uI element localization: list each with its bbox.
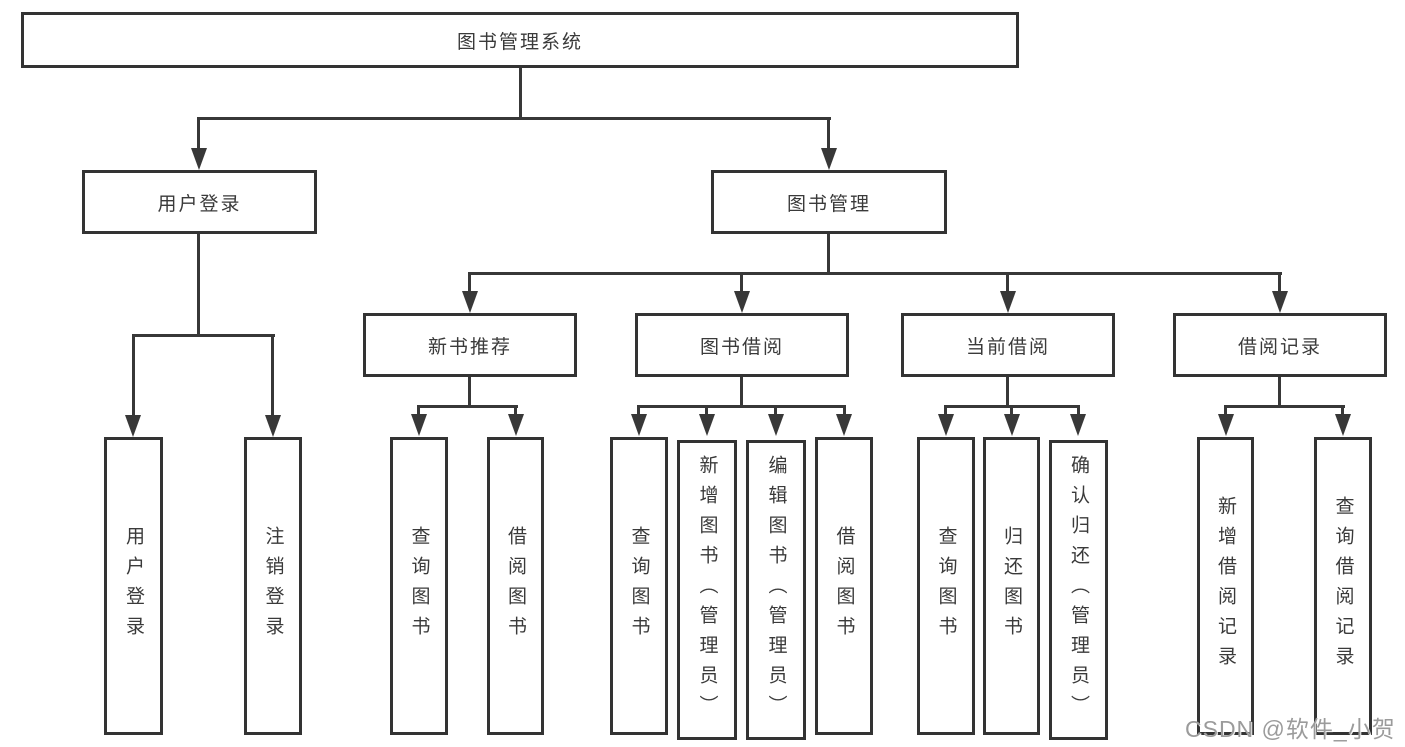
node-root: 图书管理系统 (21, 12, 1019, 68)
connector-line (944, 405, 947, 415)
arrow-down-icon (631, 414, 647, 436)
leaf-cb-return-books: 归还图书 (983, 437, 1040, 735)
connector-line (843, 405, 846, 415)
arrow-down-icon (1004, 414, 1020, 436)
connector-line (468, 377, 471, 407)
connector-line (827, 234, 830, 275)
arrow-down-icon (938, 414, 954, 436)
connector-line (637, 405, 640, 415)
arrow-down-icon (821, 148, 837, 170)
leaf-nb-borrow-books: 借阅图书 (487, 437, 544, 735)
connector-line (132, 334, 135, 419)
leaf-br-query-record: 查询借阅记录 (1314, 437, 1372, 735)
connector-line (1224, 405, 1227, 415)
arrow-down-icon (768, 414, 784, 436)
connector-line (417, 405, 518, 408)
arrow-down-icon (1335, 414, 1351, 436)
connector-line (740, 272, 743, 294)
arrow-down-icon (125, 415, 141, 437)
node-new-book-recommend: 新书推荐 (363, 313, 577, 377)
leaf-user-login: 用户登录 (104, 437, 163, 735)
connector-line (637, 405, 846, 408)
connector-line (132, 334, 275, 337)
leaf-bb-borrow-books: 借阅图书 (815, 437, 873, 735)
arrow-down-icon (836, 414, 852, 436)
connector-line (417, 405, 420, 415)
connector-line (1224, 405, 1345, 408)
connector-line (1341, 405, 1344, 415)
node-current-borrow: 当前借阅 (901, 313, 1115, 377)
connector-line (197, 234, 200, 337)
arrow-down-icon (1070, 414, 1086, 436)
arrow-down-icon (411, 414, 427, 436)
connector-line (1010, 405, 1013, 415)
connector-line (774, 405, 777, 415)
connector-line (519, 68, 522, 120)
connector-line (1278, 377, 1281, 407)
leaf-nb-query-books: 查询图书 (390, 437, 448, 735)
leaf-cb-query-books: 查询图书 (917, 437, 975, 735)
arrow-down-icon (734, 291, 750, 313)
csdn-watermark: CSDN @软件_小贺同学 (1185, 716, 1396, 742)
connector-line (197, 117, 831, 120)
connector-line (468, 272, 1282, 275)
connector-line (705, 405, 708, 415)
leaf-br-add-record: 新增借阅记录 (1197, 437, 1254, 735)
connector-line (271, 334, 274, 419)
connector-line (1077, 405, 1080, 415)
node-book-management: 图书管理 (711, 170, 947, 234)
arrow-down-icon (462, 291, 478, 313)
connector-line (827, 117, 830, 152)
arrow-down-icon (191, 148, 207, 170)
node-borrow-records: 借阅记录 (1173, 313, 1387, 377)
connector-line (468, 272, 471, 294)
node-user-login: 用户登录 (82, 170, 317, 234)
leaf-cb-confirm-return-admin: 确认归还（管理员） (1049, 440, 1108, 740)
node-book-borrow: 图书借阅 (635, 313, 849, 377)
arrow-down-icon (508, 414, 524, 436)
leaf-logout: 注销登录 (244, 437, 302, 735)
connector-line (514, 405, 517, 415)
arrow-down-icon (265, 415, 281, 437)
connector-line (1006, 377, 1009, 407)
connector-line (197, 117, 200, 152)
connector-line (740, 377, 743, 407)
connector-line (1006, 272, 1009, 294)
arrow-down-icon (1272, 291, 1288, 313)
leaf-bb-query-books: 查询图书 (610, 437, 668, 735)
connector-line (1278, 272, 1281, 294)
arrow-down-icon (699, 414, 715, 436)
arrow-down-icon (1218, 414, 1234, 436)
leaf-bb-add-book-admin: 新增图书（管理员） (677, 440, 737, 740)
arrow-down-icon (1000, 291, 1016, 313)
leaf-bb-edit-book-admin: 编辑图书（管理员） (746, 440, 806, 740)
